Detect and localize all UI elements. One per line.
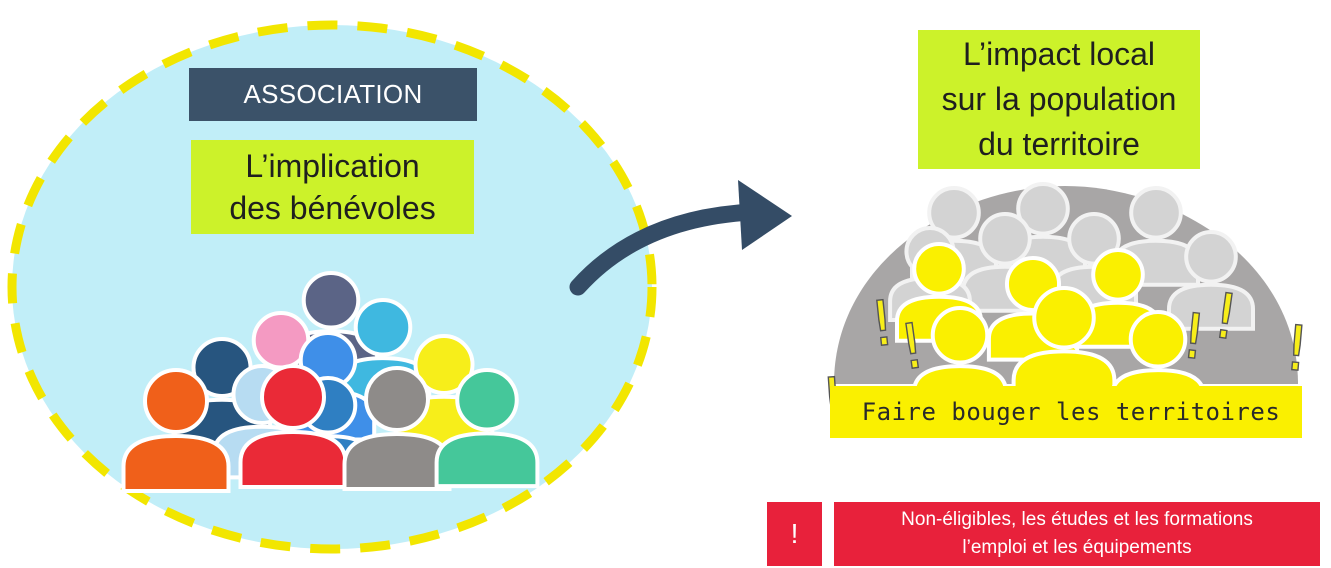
slogan-banner: Faire bouger les territoires xyxy=(830,386,1302,438)
exclamation-mark: ! xyxy=(1275,310,1319,386)
impact-arrow xyxy=(569,203,761,296)
exclamation-mark: ! xyxy=(1171,298,1216,375)
ineligible-notice-line: l’emploi et les équipements xyxy=(962,537,1192,558)
person-icon xyxy=(342,366,452,491)
person-icon xyxy=(238,364,348,489)
exclamation-mark: ! xyxy=(860,285,905,362)
ineligible-notice: Non-éligibles, les études et les formati… xyxy=(834,502,1320,566)
local-impact-label: L’impact local sur la population du terr… xyxy=(918,30,1200,169)
volunteer-involvement-line: L’implication xyxy=(245,148,420,184)
volunteer-involvement-line: des bénévoles xyxy=(229,190,436,226)
impact-arrow-head xyxy=(738,180,792,250)
association-label: ASSOCIATION xyxy=(189,68,477,121)
ineligible-notice-line: Non-éligibles, les études et les formati… xyxy=(901,509,1253,530)
local-impact-line: sur la population xyxy=(941,81,1177,117)
person-icon xyxy=(1167,229,1255,331)
person-icon xyxy=(121,368,231,493)
volunteer-involvement-label: L’implication des bénévoles xyxy=(191,140,474,234)
local-impact-line: L’impact local xyxy=(962,36,1156,72)
alert-icon: ! xyxy=(767,502,822,566)
local-impact-line: du territoire xyxy=(978,126,1140,162)
person-icon xyxy=(434,368,540,489)
volunteers-crowd xyxy=(121,271,540,493)
